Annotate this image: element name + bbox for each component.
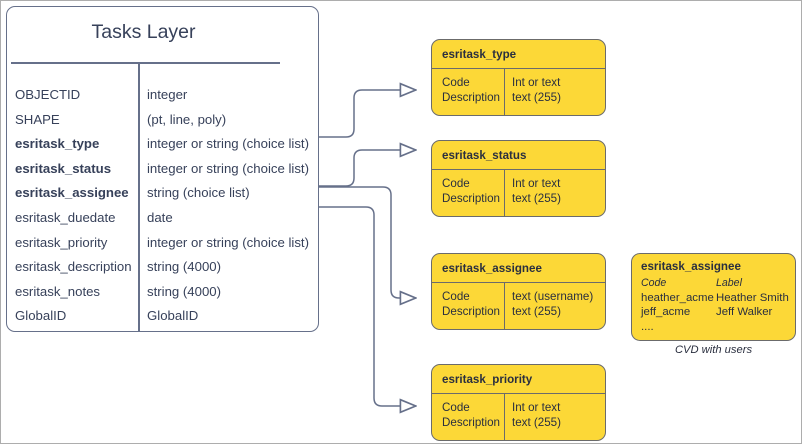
domain-column-divider [504,282,506,329]
field-type: integer [147,87,188,102]
cvd-row: jeff_acme Jeff Walker [641,305,793,320]
domain-title-divider [432,169,605,171]
cvd-label: Heather Smith [716,291,789,304]
domain-title: esritask_priority [442,373,533,386]
domain-title: esritask_type [442,48,517,61]
field-name: esritask_assignee [15,185,129,201]
connector-to-assignee [319,186,416,298]
field-name: esritask_priority [15,234,108,250]
domain-column-divider [504,68,506,115]
title-divider [11,62,280,64]
field-row-esritask-assignee: esritask_assignee string (choice list) [7,185,318,210]
column-divider [138,63,140,331]
cvd-header-label: Label [716,277,742,289]
field-row-shape: SHAPE (pt, line, poly) [7,112,318,137]
field-row-esritask-description: esritask_description string (4000) [7,259,318,284]
field-name: OBJECTID [15,87,81,102]
cvd-label: Jeff Walker [716,306,773,319]
connector-to-type [319,90,416,138]
field-type: string (choice list) [147,185,250,201]
domain-title: esritask_assignee [442,262,542,275]
cvd-header-row: Code Label [641,276,793,291]
field-name: esritask_type [15,136,100,152]
field-row-esritask-status: esritask_status integer or string (choice… [7,161,318,186]
field-name: esritask_description [15,259,132,275]
domain-title-divider [432,282,605,284]
field-name: esritask_duedate [15,209,116,225]
field-row-esritask-priority: esritask_priority integer or string (choi… [7,235,318,260]
field-row-objectid: OBJECTID integer [7,87,318,112]
field-type: string (4000) [147,259,222,275]
domain-title: esritask_status [442,149,527,162]
field-row-esritask-duedate: esritask_duedate date [7,210,318,235]
field-type: GlobalID [147,308,199,324]
field-type: date [147,209,173,225]
field-type: integer or string (choice list) [147,160,309,176]
domain-title-divider [432,68,605,70]
field-name: esritask_notes [15,283,101,299]
field-row-globalid: GlobalID GlobalID [7,308,318,333]
cvd-code: .... [641,320,654,333]
field-name: SHAPE [15,111,60,127]
field-name: GlobalID [15,308,67,324]
cvd-caption: CVD with users [674,344,753,356]
field-type: string (4000) [147,283,222,299]
page-title: Tasks Layer [91,21,196,43]
field-type: integer or string (choice list) [147,136,309,152]
connector-to-priority [319,206,416,406]
domain-title-divider [432,393,605,395]
cvd-header-code: Code [641,277,667,289]
cvd-title: esritask_assignee [641,260,741,273]
cvd-users-box[interactable]: esritask_assignee Code Label heather_acm… [631,253,796,341]
domain-column-divider [504,169,506,216]
domain-column-divider [504,393,506,440]
field-type: integer or string (choice list) [147,234,309,250]
field-type: (pt, line, poly) [147,111,227,127]
cvd-row: .... [641,320,793,335]
cvd-code: jeff_acme [641,306,691,319]
connector-to-status [319,150,416,187]
domain-type-column: text (username)text (255) [512,290,594,318]
field-row-esritask-notes: esritask_notes string (4000) [7,284,318,309]
field-name: esritask_status [15,160,112,176]
cvd-code: heather_acme [641,291,714,304]
field-row-esritask-type: esritask_type integer or string (choice l… [7,136,318,161]
